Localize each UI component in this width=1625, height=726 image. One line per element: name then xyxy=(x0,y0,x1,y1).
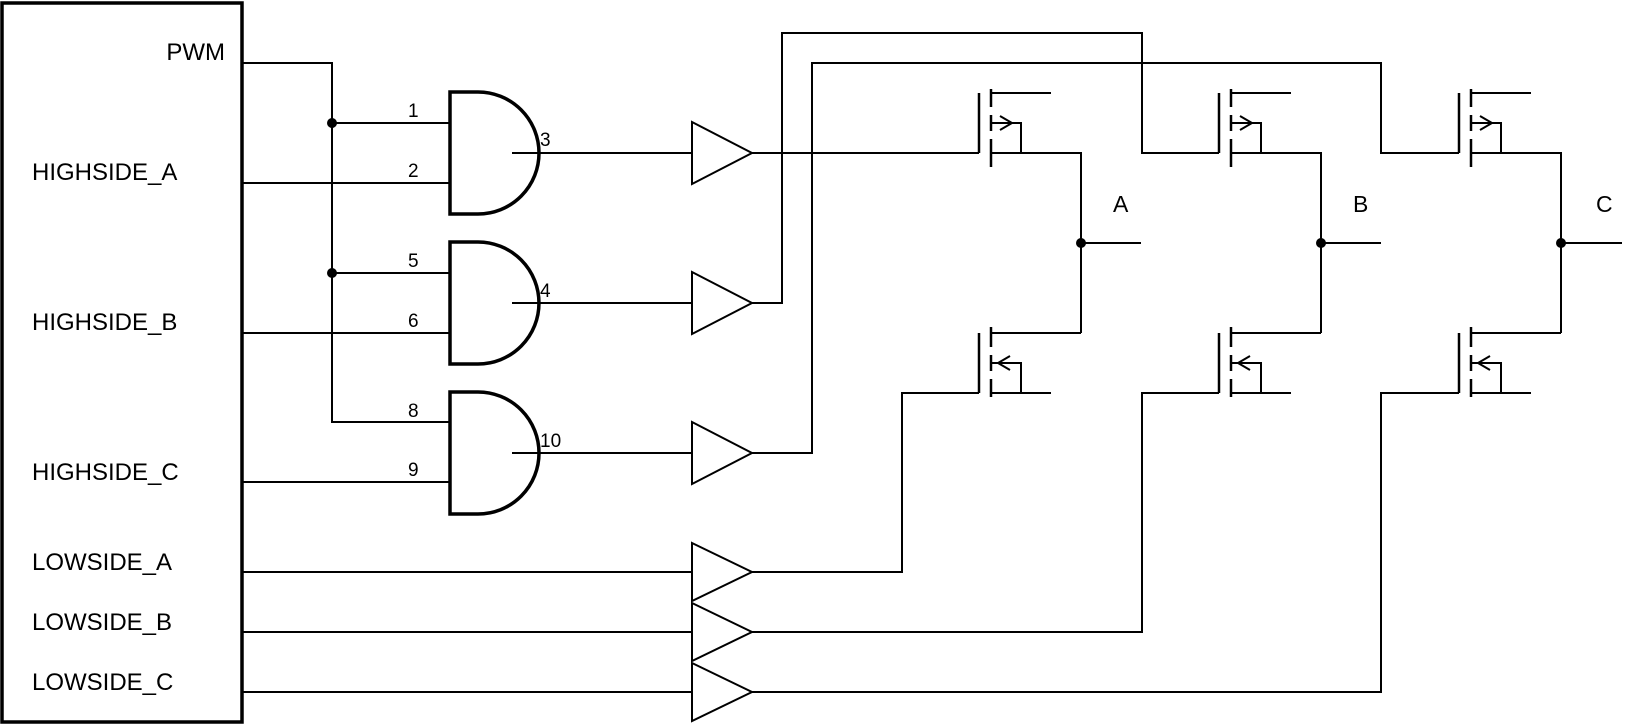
signal-label-lowside-b: LOWSIDE_B xyxy=(32,609,172,636)
gate-3-pin-out: 10 xyxy=(540,431,561,452)
phase-c-output: C xyxy=(1471,152,1622,333)
phase-b-output: B xyxy=(1231,152,1381,333)
buffer-lowside-b xyxy=(691,601,755,663)
highside-mosfet-b xyxy=(1217,89,1291,167)
signal-label-highside-b: HIGHSIDE_B xyxy=(32,309,177,336)
lowside-mosfet-c xyxy=(1457,327,1561,397)
signal-label-highside-c: HIGHSIDE_C xyxy=(32,459,179,486)
controller-block xyxy=(0,1,244,724)
wire-gate-drive-hc xyxy=(752,62,1459,454)
phase-a-output: A xyxy=(991,152,1141,333)
buffer-highside-b xyxy=(691,270,755,336)
signal-label-lowside-a: LOWSIDE_A xyxy=(32,549,172,576)
signal-label-highside-a: HIGHSIDE_A xyxy=(32,159,177,186)
gate-3-pin-a: 8 xyxy=(408,401,419,422)
and-gate-2: 5 6 4 xyxy=(408,240,551,366)
lowside-mosfet-a xyxy=(977,327,1081,397)
signal-label-pwm: PWM xyxy=(166,39,225,66)
buffer-lowside-a xyxy=(691,541,755,603)
gate-2-pin-b: 6 xyxy=(408,311,419,332)
phase-label-b: B xyxy=(1353,191,1368,217)
buffer-lowside-c xyxy=(691,661,755,723)
pwm-bus xyxy=(242,62,450,423)
gate-2-pin-a: 5 xyxy=(408,251,419,272)
and-gate-3: 8 9 10 xyxy=(408,390,561,516)
wire-gate-drive-hb xyxy=(752,32,1219,304)
gate-3-pin-b: 9 xyxy=(408,460,419,481)
phase-label-c: C xyxy=(1596,191,1613,217)
highside-mosfet-a xyxy=(977,89,1051,167)
gate-1-pin-out: 3 xyxy=(540,130,551,151)
buffer-highside-c xyxy=(691,420,755,486)
highside-mosfet-c xyxy=(1457,89,1531,167)
buffer-highside-a xyxy=(691,120,755,186)
gate-2-pin-out: 4 xyxy=(540,281,551,302)
lowside-mosfet-b xyxy=(1217,327,1321,397)
gate-1-pin-b: 2 xyxy=(408,161,419,182)
wire-gate-drive-lb xyxy=(752,392,1219,633)
and-gate-1: 1 2 3 xyxy=(408,90,551,216)
phase-label-a: A xyxy=(1113,191,1129,217)
wire-gate-drive-lc xyxy=(752,392,1459,693)
wire-gate-drive-la xyxy=(752,392,979,573)
signal-label-lowside-c: LOWSIDE_C xyxy=(32,669,173,696)
gate-1-pin-a: 1 xyxy=(408,101,419,122)
